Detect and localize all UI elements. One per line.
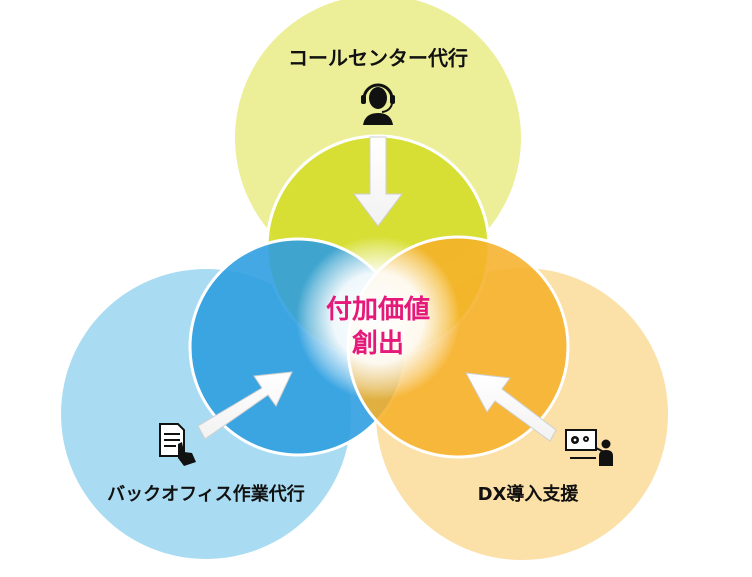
center-title-line2: 創出 — [352, 329, 404, 359]
arrow-left-up — [197, 371, 293, 440]
label-call-center: コールセンター代行 — [288, 46, 468, 70]
center-title-line1: 付加価値 — [326, 295, 430, 325]
arrow-top-down — [353, 136, 403, 227]
label-dx-support: DX導入支援 — [478, 483, 580, 505]
center-glow — [296, 236, 460, 400]
arrow-right-up — [465, 372, 557, 442]
headset-operator-icon — [361, 83, 395, 125]
presentation-gears-icon — [565, 429, 613, 466]
document-pointer-icon — [159, 423, 196, 466]
label-back-office: バックオフィス作業代行 — [107, 483, 305, 505]
